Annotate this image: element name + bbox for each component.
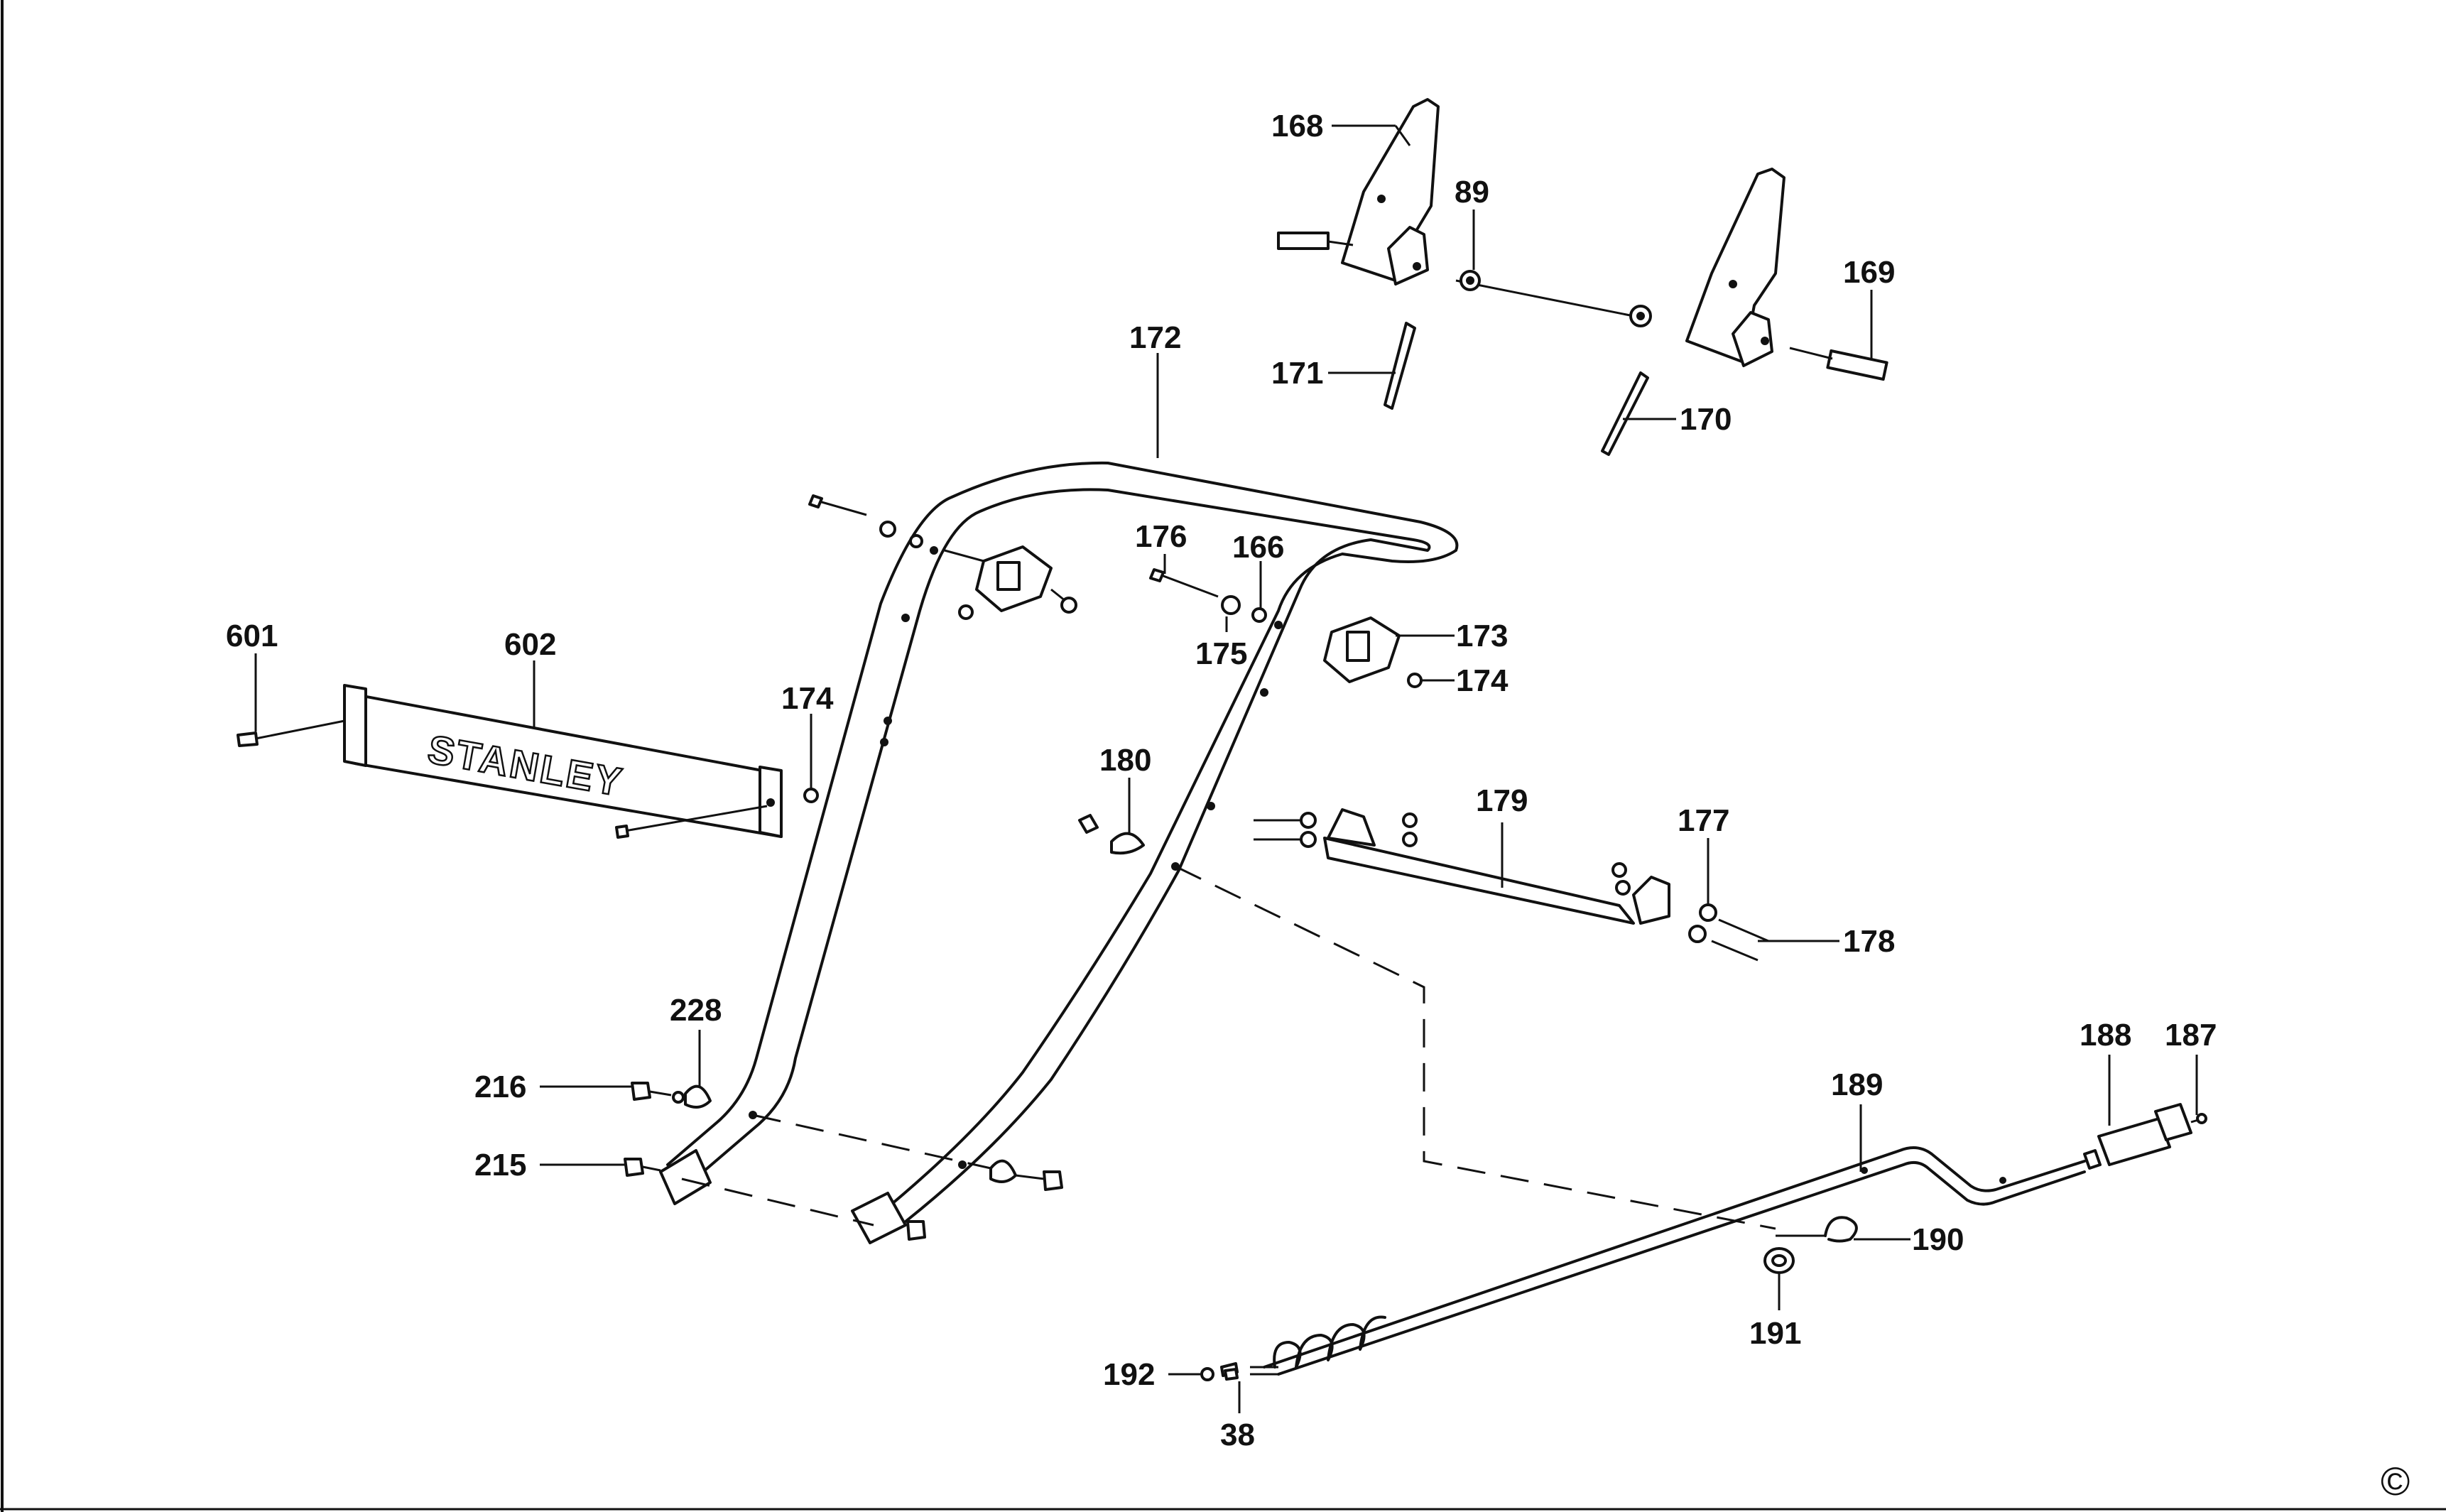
washer-177-lower: [1688, 925, 1707, 943]
cable-clamp-right-173: [1323, 616, 1401, 683]
label-192: 192: [1103, 1357, 1155, 1392]
bolt-215-assembly: [624, 1158, 661, 1177]
assembly-line-upper: [752, 1114, 991, 1170]
cable-guide-180: [1078, 814, 1145, 855]
label-602: 602: [504, 627, 556, 662]
grip-axle-rod: [1327, 240, 1833, 360]
nut-174-right: [1407, 673, 1423, 688]
label-175: 175: [1195, 636, 1247, 671]
label-172: 172: [1129, 320, 1181, 355]
cable-hook-190: [1776, 1216, 1858, 1243]
label-178: 178: [1843, 924, 1895, 959]
leader-lines: [254, 124, 2198, 1413]
label-215: 215: [474, 1148, 526, 1182]
label-168: 168: [1271, 109, 1323, 143]
handle-grip-right-169: [1685, 168, 1888, 381]
cable-clip-170: [1601, 371, 1676, 456]
washer-177-upper: [1699, 903, 1717, 922]
label-189: 189: [1831, 1067, 1883, 1102]
label-174-left: 174: [781, 681, 834, 716]
control-bar-179: [1254, 808, 1769, 962]
cable-clip-171: [1367, 322, 1416, 410]
pin-38: [1224, 1368, 1239, 1381]
label-188: 188: [2080, 1018, 2131, 1053]
label-169: 169: [1843, 255, 1895, 290]
label-191: 191: [1749, 1316, 1801, 1351]
label-173: 173: [1456, 619, 1508, 653]
label-179: 179: [1476, 783, 1528, 818]
bolt-left-upper: [808, 494, 974, 620]
label-166: 166: [1232, 530, 1284, 565]
cable-spring: [1200, 1315, 1386, 1381]
stanley-badge-602: STANLEY: [237, 684, 819, 839]
grommet-191: [1763, 1247, 1795, 1274]
label-176: 176: [1135, 519, 1187, 554]
bolt-216-assembly: [631, 1082, 712, 1109]
cable-adjuster-188: [2097, 1117, 2171, 1166]
assembly-line-lower: [681, 1177, 874, 1227]
spacer-175: [1221, 595, 1241, 615]
copyright-symbol: ©: [2381, 1459, 2410, 1503]
assembly-line-cable: [1175, 865, 1776, 1230]
label-228: 228: [670, 993, 722, 1028]
clamp-and-nut-right: [906, 1159, 1063, 1241]
frame-foot-left: [659, 1149, 712, 1205]
label-177: 177: [1678, 803, 1729, 838]
label-216: 216: [474, 1070, 526, 1104]
drive-cable-189: [1263, 1103, 2207, 1376]
label-89: 89: [1455, 175, 1489, 210]
handle-grip-left-168: [1277, 98, 1440, 285]
label-180: 180: [1099, 743, 1151, 778]
label-171: 171: [1271, 356, 1323, 391]
cable-clamp-left: [944, 545, 1077, 614]
frame-foot-right: [851, 1192, 907, 1244]
main-handle-frame-172: [659, 461, 1459, 1244]
label-187: 187: [2165, 1018, 2217, 1053]
label-190: 190: [1912, 1222, 1964, 1257]
part-labels: 168 89 169 171 170 172 176 166 175 173 1…: [226, 109, 2217, 1452]
label-170: 170: [1680, 402, 1732, 437]
washer-192: [1200, 1367, 1214, 1381]
label-174-right: 174: [1456, 663, 1509, 698]
washer-166: [1251, 607, 1267, 623]
label-38: 38: [1220, 1418, 1255, 1452]
cap-187: [2196, 1113, 2207, 1124]
label-601: 601: [226, 619, 278, 653]
clamp-228-left: [684, 1084, 712, 1109]
bolt-176: [1149, 568, 1423, 688]
